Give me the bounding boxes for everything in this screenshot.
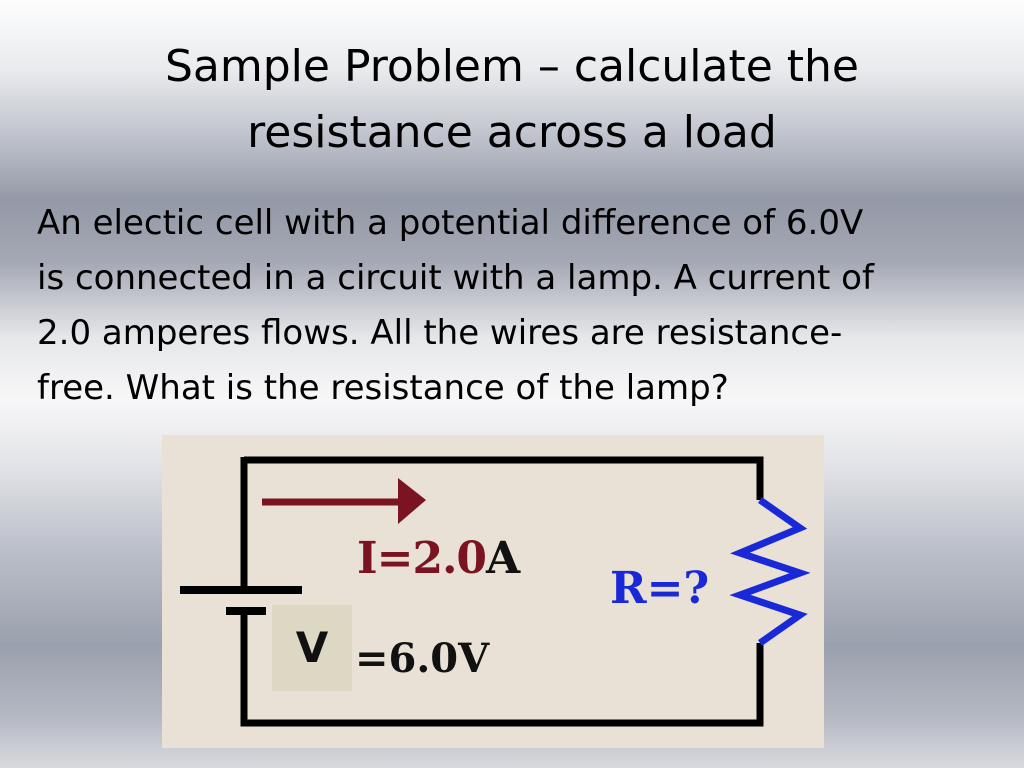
problem-text: An electic cell with a potential differe…: [37, 196, 997, 416]
title-line-1: Sample Problem – calculate the: [165, 41, 859, 92]
problem-line-1: An electic cell with a potential differe…: [37, 203, 864, 243]
circuit-wire-right-bottom: [240, 610, 764, 727]
title-line-2: resistance across a load: [247, 107, 777, 158]
voltage-symbol-box: V: [272, 605, 352, 691]
resistance-label: R=?: [610, 563, 710, 614]
current-unit: A: [486, 533, 520, 584]
problem-line-4: free. What is the resistance of the lamp…: [37, 368, 729, 408]
problem-line-2: is connected in a circuit with a lamp. A…: [37, 258, 874, 298]
voltage-label: =6.0V: [355, 635, 490, 682]
circuit-diagram: I=2.0A R=? V =6.0V: [162, 435, 824, 748]
resistor-zigzag: [729, 497, 811, 646]
circuit-wire-top: [244, 456, 764, 500]
problem-line-3: 2.0 amperes flows. All the wires are res…: [37, 313, 843, 353]
current-arrow-head: [398, 478, 426, 524]
current-value: I=2.0: [357, 533, 487, 584]
current-label: I=2.0A: [357, 533, 520, 584]
slide-title: Sample Problem – calculate the resistanc…: [0, 34, 1024, 166]
circuit-drawing: [180, 456, 811, 727]
